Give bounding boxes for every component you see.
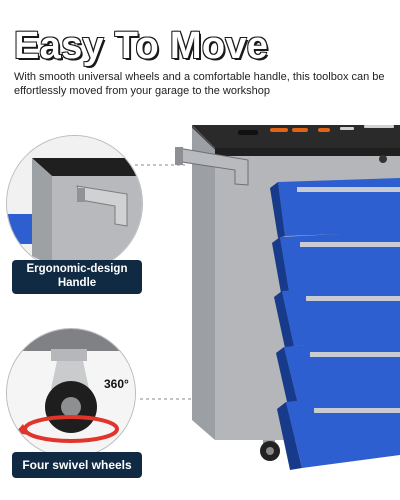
drawer (276, 336, 400, 406)
wheels-feature-label: Four swivel wheels (12, 452, 142, 478)
rotation-degree-label: 360° (104, 377, 129, 391)
drawer (274, 283, 400, 348)
drawer (270, 178, 400, 238)
drawer (277, 389, 400, 470)
handle-feature-label: Ergonomic-design Handle (12, 260, 142, 294)
handle-label-text: Ergonomic-design Handle (26, 263, 128, 289)
handle-closeup-image (7, 136, 142, 271)
front-caster-wheel (260, 440, 280, 461)
wheel-closeup-image (7, 329, 135, 457)
handle-callout (6, 135, 143, 272)
page-title: Easy To Move (13, 25, 269, 67)
drawer-stack (270, 178, 400, 470)
drawer (272, 231, 400, 293)
page-subtitle: With smooth universal wheels and a comfo… (14, 71, 385, 97)
wheel-callout (6, 328, 136, 458)
wheels-label-text: Four swivel wheels (22, 458, 132, 472)
